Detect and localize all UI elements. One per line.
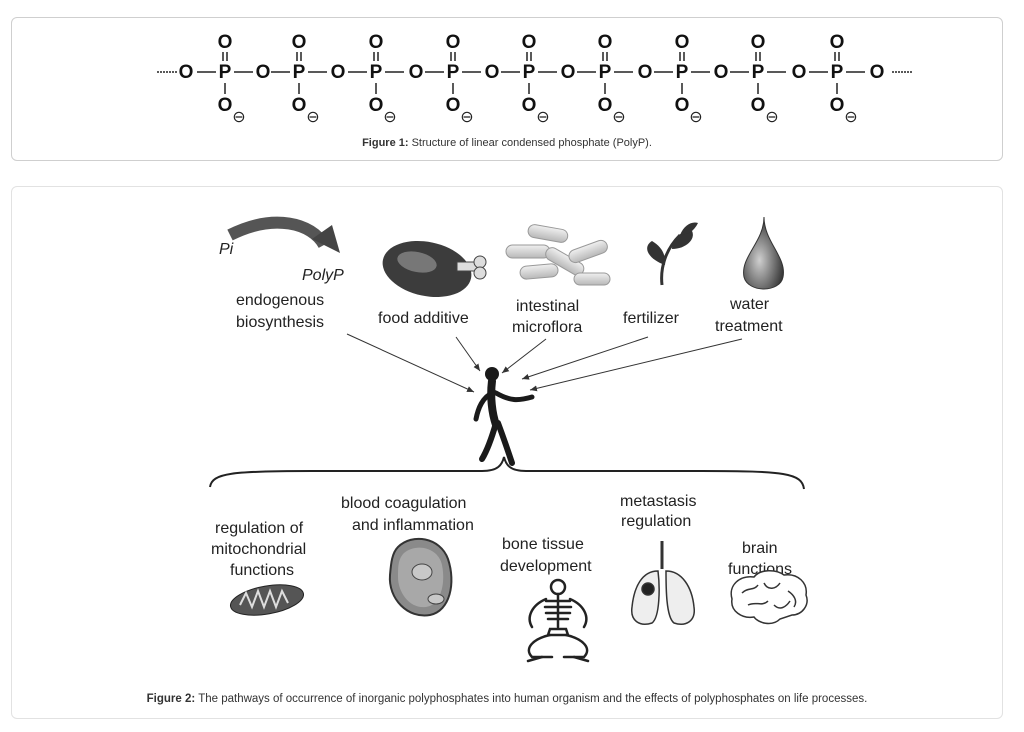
- arrow-endogenous: [346, 333, 475, 393]
- double-bond-oxygen-atom: O: [369, 32, 384, 53]
- anionic-oxygen-atom: O: [598, 95, 613, 116]
- phosphorus-atom: P: [370, 62, 383, 83]
- figure-1-caption: Figure 1: Structure of linear condensed …: [12, 137, 1002, 149]
- polyp-label: PolyP: [302, 267, 344, 284]
- anionic-oxygen-atom: O: [675, 95, 690, 116]
- source-intestinal-label: intestinal: [516, 298, 579, 315]
- source-fertilizer-label: fertilizer: [623, 310, 680, 327]
- source-endogenous-label: endogenous: [236, 292, 324, 309]
- pi-label: Pi: [219, 241, 234, 258]
- phosphorus-atom: P: [447, 62, 460, 83]
- bacteria-icon: [505, 224, 611, 286]
- anionic-oxygen-atom: O: [522, 95, 537, 116]
- negative-charge-symbol: ⊖: [232, 109, 245, 126]
- arrow-food: [455, 336, 481, 372]
- figure-1-caption-label: Figure 1:: [362, 137, 409, 149]
- double-bond-oxygen-atom: O: [830, 32, 845, 53]
- double-bond-oxygen-atom: O: [218, 32, 233, 53]
- phosphorus-atom: P: [599, 62, 612, 83]
- phosphorus-atom: P: [831, 62, 844, 83]
- source-water-label: water: [729, 296, 770, 313]
- double-bond-oxygen-atom: O: [675, 32, 690, 53]
- effect-regulation-label: regulation: [621, 513, 691, 530]
- phosphorus-atom: P: [752, 62, 765, 83]
- negative-charge-symbol: ⊖: [306, 109, 319, 126]
- effect-metastasis-label: metastasis: [620, 493, 696, 510]
- negative-charge-symbol: ⊖: [383, 109, 396, 126]
- double-bond-oxygen-atom: O: [446, 32, 461, 53]
- figure-2-panel: Pi PolyP e: [11, 186, 1003, 719]
- brain-icon: [730, 570, 808, 625]
- pathway-arrows: [346, 333, 743, 393]
- figure-2-caption-label: Figure 2:: [146, 693, 196, 705]
- phosphorus-atom: P: [523, 62, 536, 83]
- figure-1-caption-text: Structure of linear condensed phosphate …: [408, 137, 652, 149]
- effect-inflammation-label: and inflammation: [352, 517, 474, 534]
- bridging-oxygen-atom: O: [638, 62, 653, 83]
- water-drop-icon: [743, 216, 784, 290]
- negative-charge-symbol: ⊖: [689, 109, 702, 126]
- anionic-oxygen-atom: O: [369, 95, 384, 116]
- anionic-oxygen-atom: O: [830, 95, 845, 116]
- anionic-oxygen-atom: O: [292, 95, 307, 116]
- double-bond-oxygen-atom: O: [522, 32, 537, 53]
- source-biosynthesis-label: biosynthesis: [236, 314, 324, 331]
- cell-icon: [388, 538, 453, 617]
- anionic-oxygen-atom: O: [751, 95, 766, 116]
- effect-blood-coagulation-label: blood coagulation: [341, 495, 466, 512]
- negative-charge-symbol: ⊖: [536, 109, 549, 126]
- anionic-oxygen-atom: O: [218, 95, 233, 116]
- double-bond-oxygen-atom: O: [751, 32, 766, 53]
- source-treatment-label: treatment: [715, 318, 783, 335]
- human-figure-icon: [473, 367, 535, 466]
- bridging-oxygen-atom: O: [561, 62, 576, 83]
- effects-brace: [209, 456, 805, 490]
- double-bond-oxygen-atom: O: [292, 32, 307, 53]
- arrow-fertilizer: [521, 336, 649, 380]
- phosphorus-atom: P: [676, 62, 689, 83]
- arrow-intestinal: [501, 338, 547, 374]
- effect-regulation-of-label: regulation of: [215, 520, 304, 537]
- effect-development-label: development: [500, 558, 592, 575]
- negative-charge-symbol: ⊖: [612, 109, 625, 126]
- bridging-oxygen-atom: O: [792, 62, 807, 83]
- chicken-leg-icon: [382, 240, 487, 298]
- bridging-oxygen-atom: O: [870, 62, 885, 83]
- source-food-additive-label: food additive: [378, 310, 469, 327]
- effect-functions-label: functions: [230, 562, 294, 579]
- source-microflora-label: microflora: [512, 319, 582, 336]
- double-bond-oxygen-atom: O: [598, 32, 613, 53]
- phosphorus-atom: P: [219, 62, 232, 83]
- curved-arrow-icon: [227, 216, 340, 253]
- plant-sprout-icon: [647, 222, 698, 286]
- bridging-oxygen-atom: O: [485, 62, 500, 83]
- anionic-oxygen-atom: O: [446, 95, 461, 116]
- polyphosphate-pathways-diagram: Pi PolyP e: [209, 216, 808, 663]
- effect-mitochondrial-label: mitochondrial: [211, 541, 306, 558]
- bridging-oxygen-atom: O: [409, 62, 424, 83]
- bridging-oxygen-atom: O: [331, 62, 346, 83]
- mitochondrion-icon: [229, 584, 305, 616]
- arrow-water: [529, 338, 743, 392]
- phosphorus-atom: P: [293, 62, 306, 83]
- negative-charge-symbol: ⊖: [460, 109, 473, 126]
- figure-2-caption-text: The pathways of occurrence of inorganic …: [195, 693, 868, 705]
- effect-bone-tissue-label: bone tissue: [502, 536, 584, 553]
- skeleton-icon: [526, 578, 590, 663]
- figure-2-caption: Figure 2: The pathways of occurrence of …: [12, 693, 1002, 705]
- negative-charge-symbol: ⊖: [844, 109, 857, 126]
- effect-brain-label: brain: [742, 540, 778, 557]
- bridging-oxygen-atom: O: [714, 62, 729, 83]
- bridging-oxygen-atom: O: [256, 62, 271, 83]
- lungs-icon: [631, 541, 695, 625]
- bridging-oxygen-atom: O: [179, 62, 194, 83]
- negative-charge-symbol: ⊖: [765, 109, 778, 126]
